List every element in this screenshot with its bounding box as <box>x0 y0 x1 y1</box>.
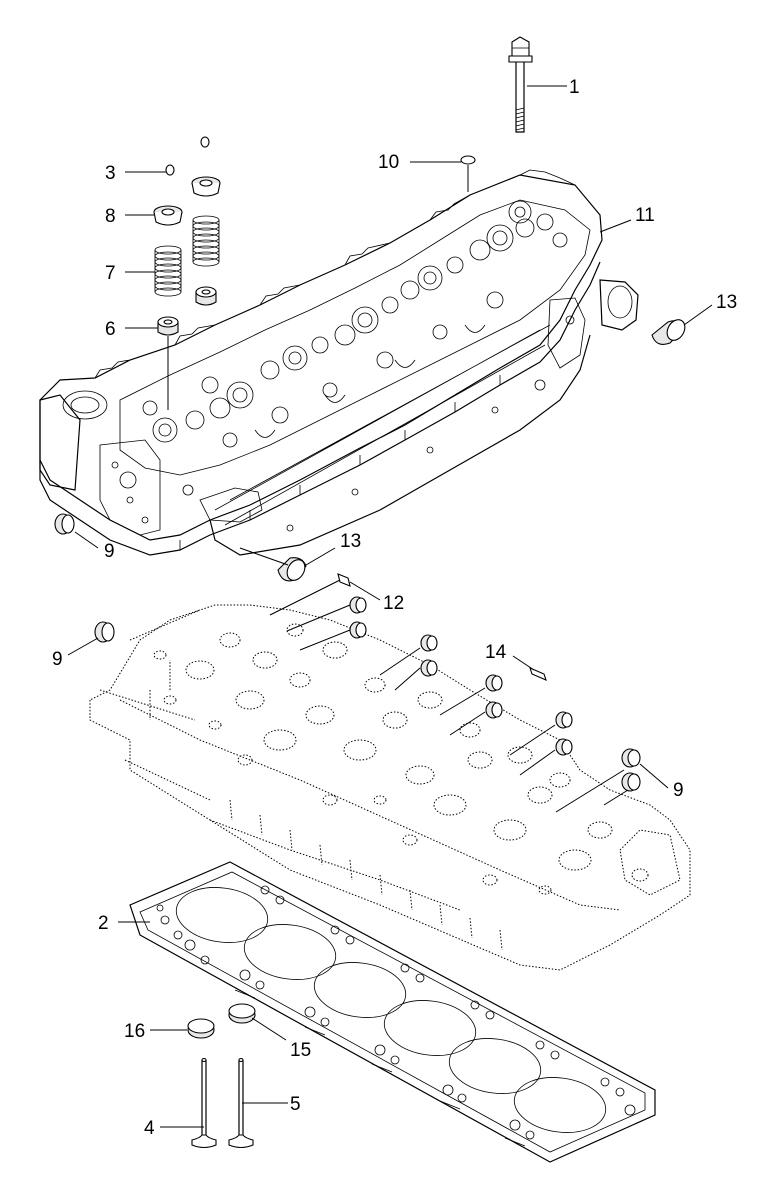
cup-plug-icon <box>54 513 641 792</box>
label-5: 5 <box>290 1094 301 1115</box>
dowel-pin-icon <box>337 573 547 681</box>
plug-icon <box>277 319 686 582</box>
label-4: 4 <box>144 1118 155 1139</box>
valve-keeper-icon <box>165 136 210 176</box>
label-3: 3 <box>105 163 116 184</box>
cylinder-head-icon <box>39 169 639 556</box>
cylinder-head-underside-icon <box>89 604 691 971</box>
label-9b: 9 <box>52 649 63 670</box>
label-8: 8 <box>105 206 116 227</box>
label-16: 16 <box>124 1021 145 1042</box>
injector-sleeve-icon <box>349 596 573 756</box>
leader-lines <box>67 85 713 1128</box>
callout-labels: 1 2 3 4 5 6 7 8 9 9 9 10 11 12 13 13 14 … <box>52 77 737 1139</box>
label-14: 14 <box>485 642 507 663</box>
label-10: 10 <box>378 152 399 173</box>
washer-icon <box>460 155 476 165</box>
head-gasket-icon <box>129 861 656 1163</box>
label-1: 1 <box>569 77 580 98</box>
label-6: 6 <box>105 319 116 340</box>
label-9a: 9 <box>104 541 115 562</box>
intake-valve-icon <box>191 1057 217 1149</box>
bolt-icon <box>508 36 533 133</box>
label-15: 15 <box>290 1040 311 1061</box>
label-11: 11 <box>635 205 655 226</box>
label-13b: 13 <box>340 531 361 552</box>
label-7: 7 <box>105 263 116 284</box>
label-2: 2 <box>98 913 109 934</box>
spring-retainer-icon <box>153 176 221 226</box>
label-12: 12 <box>383 593 404 614</box>
valve-spring-icon <box>154 215 220 297</box>
label-9c: 9 <box>673 780 684 801</box>
valve-seat-insert-icon <box>187 1003 256 1039</box>
exhaust-valve-icon <box>228 1057 254 1149</box>
label-13a: 13 <box>716 292 737 313</box>
valve-stem-seal-icon <box>157 286 217 336</box>
